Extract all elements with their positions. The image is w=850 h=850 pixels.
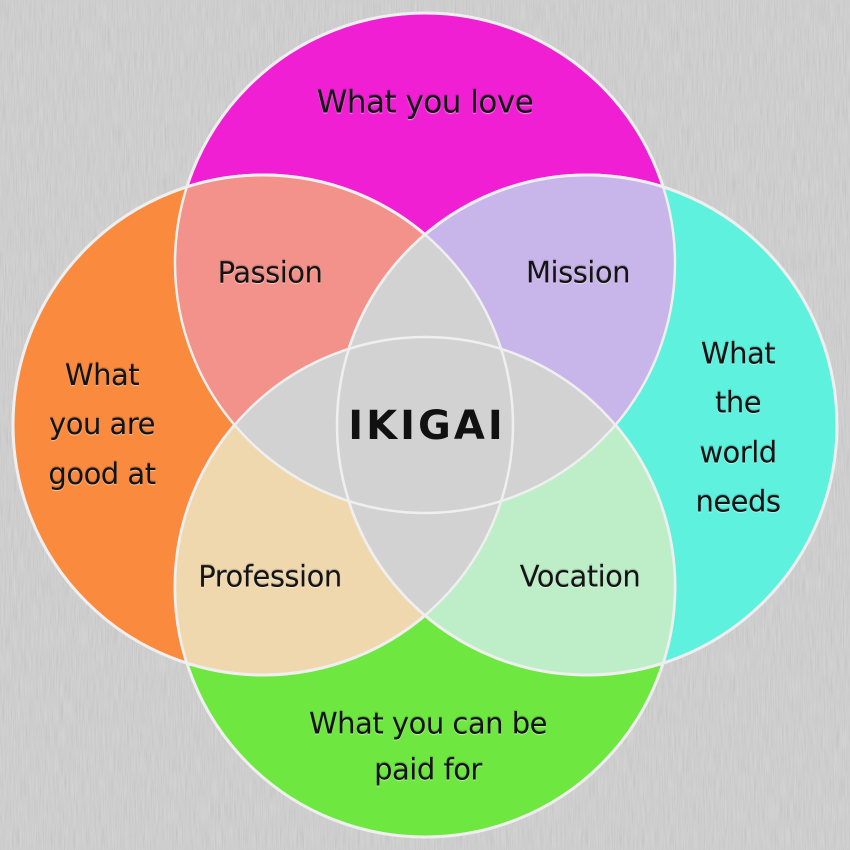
label-passion: Passion — [217, 255, 323, 290]
label-vocation: Vocation — [519, 559, 641, 594]
label-what-you-can-be-paid-for: What you can be paid for — [309, 706, 547, 787]
label-what-you-love: What you love — [316, 84, 534, 121]
label-what-you-are-good-at: What you are good at — [48, 358, 156, 491]
ikigai-title: IKIGAI — [348, 403, 506, 449]
label-what-the-world-needs: What the world needs — [695, 336, 781, 519]
label-mission: Mission — [526, 255, 630, 290]
circle-outlines — [11, 11, 839, 839]
region-ikigai-center — [175, 175, 675, 675]
label-profession: Profession — [198, 559, 342, 594]
